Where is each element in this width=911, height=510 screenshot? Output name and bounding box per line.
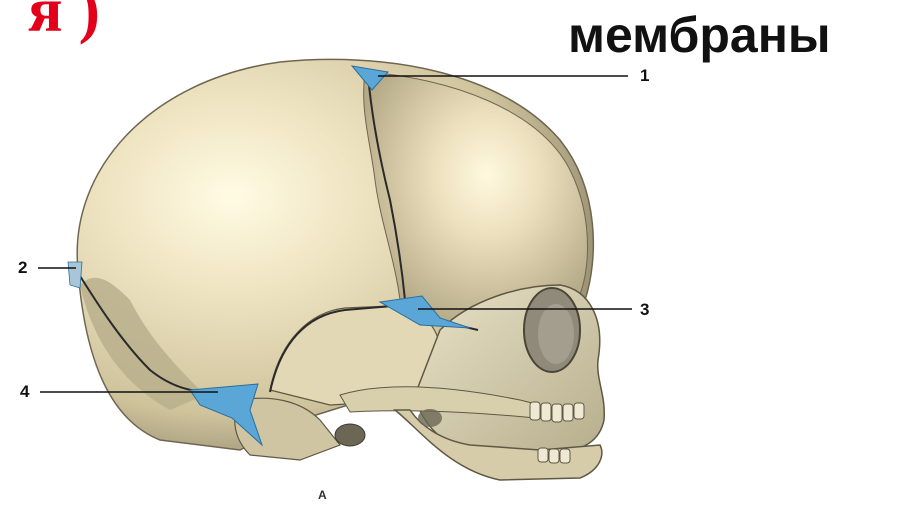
- callout-2: 2: [18, 258, 27, 278]
- figure-letter: A: [318, 488, 327, 502]
- callout-3: 3: [640, 300, 649, 320]
- callout-1: 1: [640, 66, 649, 86]
- external-acoustic-meatus: [335, 424, 365, 446]
- callout-4: 4: [20, 382, 29, 402]
- fontanelle-posterior: [68, 262, 82, 288]
